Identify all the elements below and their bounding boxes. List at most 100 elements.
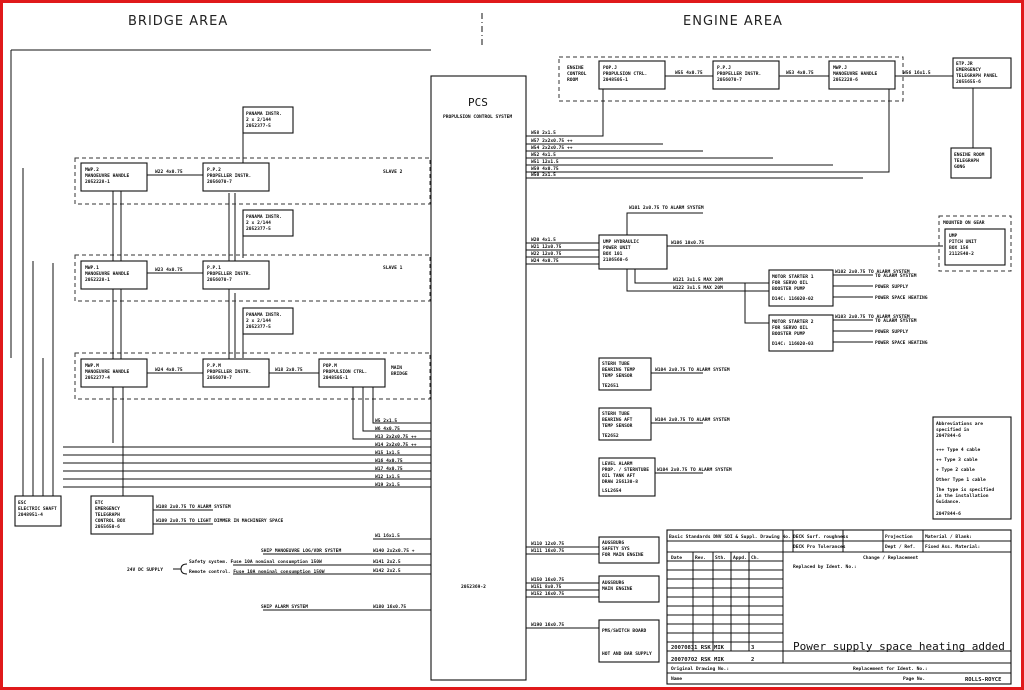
svg-text:Page No.: Page No. (903, 676, 925, 682)
svg-text:TELEGRAPH PANEL: TELEGRAPH PANEL (956, 73, 998, 79)
svg-text:W110 12x0.75: W110 12x0.75 (531, 541, 564, 547)
svg-text:Basic Standards DNV SDI & Sup: Basic Standards DNV SDI & Suppl. Drawing… (669, 534, 791, 540)
pcs-title: PCS (468, 96, 488, 109)
svg-text:UMP HYDRAULIC: UMP HYDRAULIC (603, 239, 639, 245)
slave2-group (74, 157, 431, 205)
svg-text:2052228-1: 2052228-1 (85, 179, 110, 185)
svg-text:Material / Blank:: Material / Blank: (925, 534, 972, 540)
svg-text:BOOSTER PUMP: BOOSTER PUMP (772, 331, 805, 337)
svg-text:DECK Pro Tolerances: DECK Pro Tolerances (793, 544, 846, 550)
level-alarm-box: LEVEL ALARM PROP. / STERNTUBE OIL TANK A… (598, 457, 656, 497)
ecr-label-2: CONTROL (567, 71, 587, 77)
w106-label: W106 10x0.75 (671, 240, 704, 246)
legend-box: Abbreviations are specified in 2047844-6… (932, 416, 1012, 520)
svg-text:20070831 RSK MIK: 20070831 RSK MIK (671, 645, 725, 651)
ecr-ppj-box: P.P.J PROPELLER INSTR. 2056070-7 (712, 60, 780, 90)
svg-text:Dept / Ref.: Dept / Ref. (885, 544, 915, 550)
svg-text:PROPELLER INSTR.: PROPELLER INSTR. (207, 173, 251, 179)
svg-text:MWP.2: MWP.2 (85, 167, 99, 173)
svg-text:FOR SERVO OIL: FOR SERVO OIL (772, 325, 808, 331)
ecr-popj-box: POP.J PROPULSION CTRL. 2048505-1 (598, 60, 666, 90)
svg-text:P.P.1: P.P.1 (207, 265, 221, 271)
ms2-out-2: POWER SUPPLY (875, 329, 908, 335)
svg-text:in the installation: in the installation (936, 493, 989, 499)
top-bus-line (10, 49, 431, 358)
main-bridge-group (74, 352, 431, 400)
svg-text:TELEGRAPH: TELEGRAPH (954, 158, 979, 164)
slave2-mwp-box: MWP.2 MANOEUVRE HANDLE 2052228-1 (80, 162, 148, 192)
svg-text:2048951-4: 2048951-4 (18, 512, 43, 518)
esc-verticals (22, 443, 54, 496)
svg-text:2048505-1: 2048505-1 (603, 77, 628, 83)
main-bridge-tag-2: BRIDGE (391, 371, 408, 377)
svg-text:2052277-4: 2052277-4 (85, 375, 110, 381)
svg-text:Original Drawing No.:: Original Drawing No.: (671, 666, 729, 672)
svg-text:POWER UNIT: POWER UNIT (603, 245, 631, 251)
svg-text:+ Type 2 cable: + Type 2 cable (936, 467, 975, 473)
svg-text:Replaced by Ident. No.:: Replaced by Ident. No.: (793, 564, 857, 570)
svg-text:PROPELLER INSTR.: PROPELLER INSTR. (207, 271, 251, 277)
remote-label: Remote control. Fuse 10A nominal consump… (189, 569, 325, 575)
svg-text:W6 4x0.75: W6 4x0.75 (375, 426, 400, 432)
svg-text:Replacement for Ident. No.:: Replacement for Ident. No.: (853, 666, 928, 672)
svg-text:W15 1x1.5: W15 1x1.5 (375, 450, 400, 456)
ecr-mwj-box: MWP.J MANOEUVRE HANDLE 2052228-6 (828, 60, 896, 90)
svg-text:TEMP SENSOR: TEMP SENSOR (602, 423, 633, 429)
svg-text:PANAMA INSTR.: PANAMA INSTR. (246, 312, 282, 318)
slave2-pp-box: P.P.2 PROPELLER INSTR. 2056070-7 (202, 162, 270, 192)
svg-text:P.P.J: P.P.J (717, 65, 731, 71)
svg-text:BOX 101: BOX 101 (603, 251, 623, 257)
svg-text:TE2652: TE2652 (602, 433, 619, 439)
svg-text:ESC: ESC (18, 500, 27, 506)
svg-text:TELEGRAPH: TELEGRAPH (95, 512, 120, 518)
svg-text:Name: Name (671, 676, 682, 682)
stern-tube-1-box: STERN TUBE BEARING TEMP TEMP SENSOR TE26… (598, 357, 652, 391)
pcs-right-top-labels: W58 2x1.5 W57 2x2x0.75 ++ W54 2x2x0.75 +… (531, 130, 573, 178)
svg-text:2 x 2/144: 2 x 2/144 (246, 318, 271, 324)
svg-text:PROPELLER INSTR.: PROPELLER INSTR. (717, 71, 761, 77)
w109-label: W109 2x0.75 TO LIGHT DIMMER IN MACHINERY… (156, 518, 283, 524)
svg-text:W21 12x0.75: W21 12x0.75 (531, 244, 562, 250)
svg-text:STERN TUBE: STERN TUBE (602, 411, 630, 417)
svg-text:Appd.: Appd. (733, 555, 747, 561)
svg-text:SAFETY SYS: SAFETY SYS (602, 546, 630, 552)
svg-text:W54 2x2x0.75 ++: W54 2x2x0.75 ++ (531, 145, 573, 151)
w108-label: W108 2x0.75 TO ALARM SYSTEM (156, 504, 231, 510)
svg-text:2056070-7: 2056070-7 (207, 277, 232, 283)
svg-text:W190 16x0.75: W190 16x0.75 (531, 622, 564, 628)
svg-text:2055650-6: 2055650-6 (95, 524, 120, 530)
svg-text:ETC: ETC (95, 500, 104, 506)
mounted-on-gear-group (938, 215, 1012, 272)
w-etp-label: W56 16x1.5 (903, 70, 931, 76)
svg-text:2048505-1: 2048505-1 (323, 375, 348, 381)
svg-text:2056070-7: 2056070-7 (207, 179, 232, 185)
svg-text:2052377-5: 2052377-5 (246, 324, 271, 330)
svg-text:The type is specified: The type is specified (936, 487, 994, 493)
svg-text:2047844-6: 2047844-6 (936, 433, 961, 439)
w-hpu-alarm-label: W101 2x0.75 TO ALARM SYSTEM (629, 205, 704, 211)
hpu-starter-lines (626, 269, 769, 324)
panama-verticals (228, 120, 244, 358)
main-bridge-tag-1: MAIN (391, 365, 402, 371)
w1-label: W1 16x1.5 (375, 533, 400, 539)
svg-text:2052377-5: 2052377-5 (246, 226, 271, 232)
st2-w-label: W104 2x0.75 TO ALARM SYSTEM (655, 417, 730, 423)
svg-text:Change / Replacement: Change / Replacement (863, 555, 919, 561)
svg-text:DECK Surf. roughness: DECK Surf. roughness (793, 534, 849, 540)
svg-text:2 x 2/144: 2 x 2/144 (246, 117, 271, 123)
svg-text:W19 2x1.5: W19 2x1.5 (375, 482, 400, 488)
svg-text:PANAMA INSTR.: PANAMA INSTR. (246, 214, 282, 220)
svg-text:W13 2x2x0.75 ++: W13 2x2x0.75 ++ (375, 434, 417, 440)
pcs-left-labels: W5 2x1.5 W6 4x0.75 W13 2x2x0.75 ++ W14 2… (375, 418, 417, 488)
svg-text:ELECTRIC SHAFT: ELECTRIC SHAFT (18, 506, 57, 512)
svg-text:Projection: Projection (885, 533, 913, 540)
ecr-label-3: ROOM (567, 77, 578, 83)
svg-text:MANOEUVRE HANDLE: MANOEUVRE HANDLE (833, 71, 877, 77)
pcs-box (430, 75, 527, 681)
w142-label: W142 2x2.5 (373, 568, 401, 574)
svg-text:OIL TANK AFT: OIL TANK AFT (602, 473, 635, 479)
motor-starter-1-box: MOTOR STARTER 1 FOR SERVO OIL BOOSTER PU… (768, 269, 834, 307)
ecr-group (558, 56, 904, 102)
ms1-out-1: TO ALARM SYSTEM (875, 273, 917, 279)
